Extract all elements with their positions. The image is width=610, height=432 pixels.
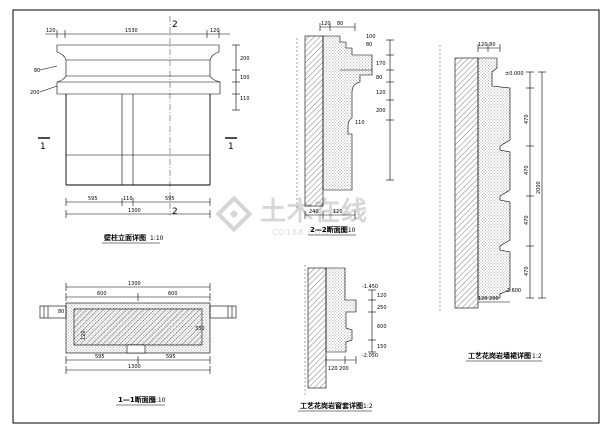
dim: 120 xyxy=(210,28,220,34)
dim: 120 xyxy=(321,21,331,27)
dim: 120 200 xyxy=(478,296,499,302)
elevation-cut-top: 2 xyxy=(172,20,178,30)
dim: 150 xyxy=(377,344,387,350)
elevation-mark: -2.600 xyxy=(505,288,521,294)
dim: 120 xyxy=(376,90,386,96)
window-trim-title: 工艺花岗岩窗套详图 xyxy=(300,401,363,410)
dim: 200 xyxy=(30,90,40,96)
watermark-logo-icon xyxy=(215,195,253,233)
dim: 80 xyxy=(337,21,343,27)
dim: 100 xyxy=(240,75,250,81)
dim: 600 xyxy=(97,291,107,297)
dim: 120 xyxy=(377,293,387,299)
dim: 200 xyxy=(240,56,250,62)
elevation-title: 壁柱立面详图 xyxy=(104,233,146,242)
dim: 240 xyxy=(309,209,319,215)
elevation-scale: 1:10 xyxy=(150,235,164,242)
dim: 100 xyxy=(366,34,376,40)
dim: 595 xyxy=(165,196,175,202)
elevation-mark: -2.050 xyxy=(362,353,378,359)
dim: 595 xyxy=(166,354,176,360)
dim: 80 xyxy=(376,75,382,81)
elevation-cut-right: 1 xyxy=(228,142,234,152)
dim: 200 xyxy=(376,108,386,114)
dim: 595 xyxy=(88,196,98,202)
wall-skirt-title: 工艺花岗岩墙裙详图 xyxy=(468,351,531,360)
window-trim-labels: -1.450 -2.050 120 250 600 150 120 200 工艺… xyxy=(298,284,387,412)
section-2-2 xyxy=(296,23,394,219)
dim: 80 xyxy=(58,309,64,315)
section-2-2-title: 2—2断面图 xyxy=(310,225,348,234)
dim: 600 xyxy=(377,324,387,330)
dim: 110 xyxy=(355,120,365,126)
section-2-2-scale: 1:10 xyxy=(342,227,356,234)
dim: 470 xyxy=(524,165,530,175)
dim: 120 80 xyxy=(478,42,496,48)
wall-skirt-detail xyxy=(439,44,546,312)
dim: 470 xyxy=(524,266,530,276)
watermark-domain: CO188.COM xyxy=(272,228,329,237)
elevation-labels: 2 2 1 1 120 1530 120 200 100 110 80 200 … xyxy=(30,20,250,244)
dim: 110 xyxy=(240,96,250,102)
elevation-mark: ±0.000 xyxy=(505,71,524,77)
dim: 1530 xyxy=(125,28,138,34)
dim: 470 xyxy=(524,215,530,225)
dim: 250 xyxy=(377,305,387,311)
section-1-1 xyxy=(39,283,237,374)
wall-skirt-scale: 1:2 xyxy=(532,353,542,360)
dim: 120 xyxy=(46,28,56,34)
dim: 120 xyxy=(333,209,343,215)
dim: 330 xyxy=(195,326,205,332)
window-trim-scale: 1:2 xyxy=(363,403,373,410)
dim: 1300 xyxy=(128,364,141,370)
window-trim-detail xyxy=(304,265,376,395)
elevation-cut-bottom: 2 xyxy=(172,207,178,217)
dim: 120 200 xyxy=(328,366,349,372)
section-2-2-labels: 120 80 100 80 170 80 120 200 110 240 120… xyxy=(308,21,386,236)
elevation-mark: -1.450 xyxy=(362,284,378,290)
dim: 110 xyxy=(123,196,133,202)
section-1-1-title: 1—1断面图 xyxy=(118,395,156,404)
dim: 120 xyxy=(81,330,87,340)
section-1-1-scale: 1:10 xyxy=(152,397,166,404)
dim: 2000 xyxy=(536,181,542,194)
dim: 600 xyxy=(168,291,178,297)
dim: 470 xyxy=(524,114,530,124)
elevation-view xyxy=(38,16,240,218)
dim: 80 xyxy=(34,68,40,74)
dim: 80 xyxy=(366,42,372,48)
dim: 595 xyxy=(95,354,105,360)
section-1-1-labels: 1300 600 600 80 120 330 595 595 1300 1—1… xyxy=(58,281,205,406)
elevation-cut-left: 1 xyxy=(40,142,46,152)
wall-skirt-labels: 120 80 ±0.000 -2.600 470 470 470 470 200… xyxy=(466,42,542,362)
dim: 1300 xyxy=(128,208,141,214)
dim: 170 xyxy=(376,61,386,67)
dim: 1300 xyxy=(128,281,141,287)
sheet-frame xyxy=(12,9,600,424)
